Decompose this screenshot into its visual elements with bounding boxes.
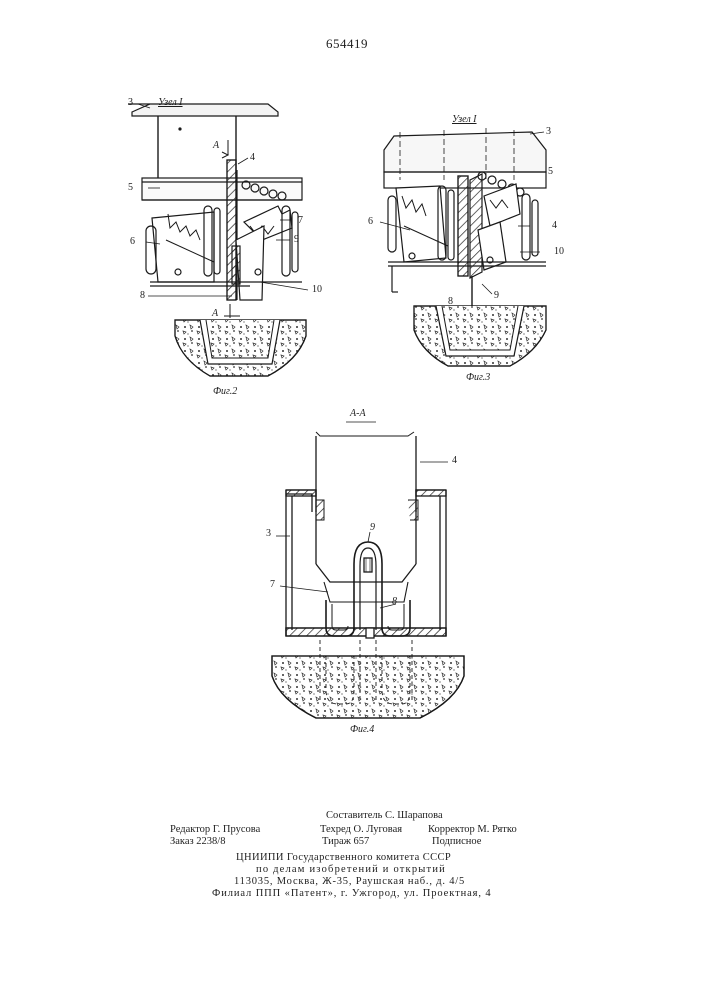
fig2-part-5: 5 (128, 182, 133, 193)
imprint-tech-editor: Техред О. Луговая (320, 824, 402, 835)
imprint-corrector: Корректор М. Рятко (428, 824, 517, 835)
fig2-part-9: 9 (294, 234, 299, 245)
imprint-circulation: Тираж 657 (322, 836, 369, 847)
fig3-part-5: 5 (548, 166, 553, 177)
fig2-part-10: 10 (312, 284, 322, 295)
fig3-caption: Фиг.3 (466, 372, 490, 383)
imprint-org-line2: по делам изобретений и открытий (256, 864, 446, 875)
drawing-sheet (0, 0, 707, 800)
figure-4 (272, 422, 464, 718)
fig3-part-6: 6 (368, 216, 373, 227)
fig3-part-10: 10 (554, 246, 564, 257)
imprint-branch: Филиал ППП «Патент», г. Ужгород, ул. Про… (212, 888, 492, 899)
imprint-compiler: Составитель С. Шарапова (326, 810, 443, 821)
fig3-part-9: 9 (494, 290, 499, 301)
fig2-part-8: 8 (140, 290, 145, 301)
fig2-node-label: Узел I (158, 97, 183, 108)
imprint-editor: Редактор Г. Прусова (170, 824, 260, 835)
fig4-part-3: 3 (266, 528, 271, 539)
fig2-part-4: 4 (250, 152, 255, 163)
fig3-node-label: Узел I (452, 114, 477, 125)
imprint-order: Заказ 2238/8 (170, 836, 225, 847)
fig2-part-3: 3 (128, 97, 133, 108)
fig4-part-9: 9 (370, 522, 375, 533)
figure-3 (380, 128, 546, 366)
imprint-org-line1: ЦНИИПИ Государственного комитета СССР (236, 852, 451, 863)
fig2-part-6: 6 (130, 236, 135, 247)
imprint-block: Составитель С. Шарапова Редактор Г. Прус… (0, 806, 707, 906)
fig2-section-mark-bottom: А (212, 308, 218, 319)
imprint-address: 113035, Москва, Ж-35, Раушская наб., д. … (234, 876, 465, 887)
fig4-part-7: 7 (270, 579, 275, 590)
fig3-part-8: 8 (448, 296, 453, 307)
fig2-section-mark-top: А (213, 140, 219, 151)
fig3-part-4: 4 (552, 220, 557, 231)
fig4-section-title: А-А (350, 408, 366, 419)
fig4-part-4: 4 (452, 455, 457, 466)
fig2-caption: Фиг.2 (213, 386, 237, 397)
fig3-part-3: 3 (546, 126, 551, 137)
fig4-caption: Фиг.4 (350, 724, 374, 735)
fig4-part-8: 8 (392, 596, 397, 607)
fig2-part-7: 7 (298, 215, 303, 226)
imprint-subscription: Подписное (432, 836, 481, 847)
